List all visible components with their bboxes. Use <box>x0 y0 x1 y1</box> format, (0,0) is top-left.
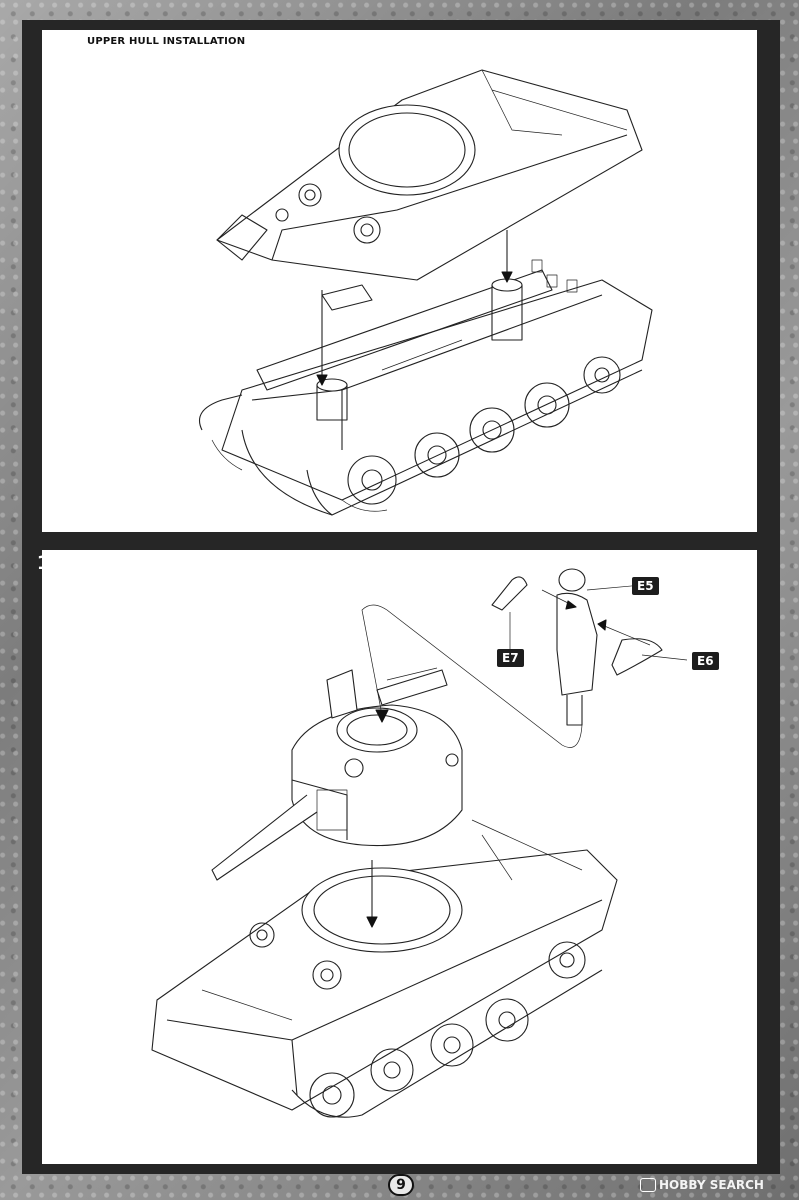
hobby-search-logo-icon <box>640 1178 656 1192</box>
assembly-arrows <box>316 230 513 386</box>
step-9-frame: 9 UPPER HULL INSTALLATION <box>22 20 780 542</box>
turret <box>211 667 463 881</box>
assembly-arrows <box>361 584 688 928</box>
part-label-e7: E7 <box>497 649 524 667</box>
lower-hull <box>198 259 653 516</box>
upper-hull <box>216 69 643 311</box>
step-9-title: UPPER HULL INSTALLATION <box>87 36 246 47</box>
turret-and-crew-installation-drawing <box>151 568 688 1118</box>
crew-figure <box>491 568 663 726</box>
part-label-e6: E6 <box>692 652 719 670</box>
watermark-text: HOBBY SEARCH <box>659 1178 764 1192</box>
upper-hull-installation-drawing <box>198 69 653 516</box>
watermark: HOBBY SEARCH <box>640 1178 764 1192</box>
step-10-frame: 10 <box>22 542 780 1174</box>
step-10-panel: E5 E6 E7 <box>42 550 757 1164</box>
step-9-panel: UPPER HULL INSTALLATION <box>42 30 757 532</box>
part-label-e5: E5 <box>632 577 659 595</box>
tank-hull <box>151 819 618 1118</box>
page-number: 9 <box>388 1174 414 1196</box>
